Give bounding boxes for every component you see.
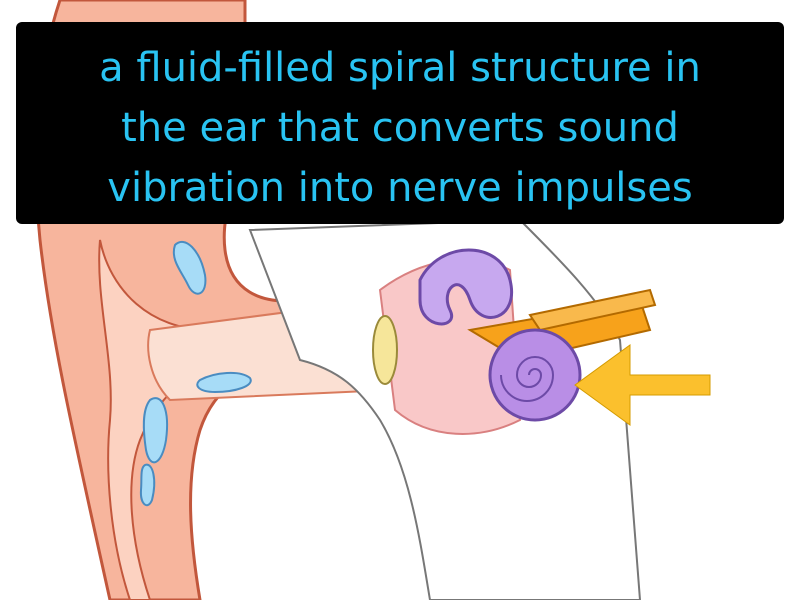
fluid-pocket [196, 372, 252, 394]
fluid-pocket [139, 463, 156, 507]
definition-caption: a fluid-filled spiral structure in the e… [16, 22, 784, 224]
semicircular-canals [418, 248, 514, 326]
auditory-nerve-branch [528, 288, 657, 332]
fluid-pocket [142, 397, 168, 464]
caption-line: the ear that converts sound [121, 105, 679, 151]
caption-line: a fluid-filled spiral structure in [99, 45, 701, 91]
fluid-pocket [172, 240, 207, 295]
eardrum [372, 315, 398, 385]
pointer-arrow-icon [574, 344, 711, 426]
caption-line: vibration into nerve impulses [107, 165, 693, 211]
cochlea-spiral [500, 356, 555, 402]
cochlea [488, 328, 582, 422]
